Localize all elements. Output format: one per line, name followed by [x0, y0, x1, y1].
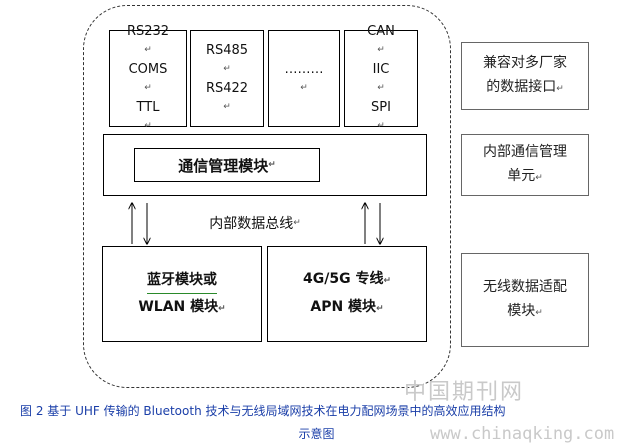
interface-label: ………: [284, 61, 324, 77]
interface-box-serial: RS232↵ COMS↵ TTL↵: [109, 24, 187, 131]
bt-line2: WLAN 模块: [138, 298, 219, 315]
comm-module-label: 通信管理模块: [178, 156, 269, 175]
watermark-site-name: 中国期刊网: [404, 380, 525, 405]
side-line: 内部通信管理: [483, 144, 567, 160]
interface-box-ellipsis: ………↵: [268, 30, 340, 127]
interface-label: TTL: [136, 99, 160, 115]
apn-module: 4G/5G 专线↵ APN 模块↵: [267, 246, 427, 342]
bus-label-text: 内部数据总线: [209, 216, 294, 232]
side-line: 兼容对多厂家: [483, 55, 567, 71]
interface-box-can: CAN↵ IIC↵ SPI↵: [344, 24, 418, 131]
interface-label: RS485: [205, 42, 249, 58]
system-outline: [83, 5, 451, 388]
interface-label: IIC: [372, 61, 390, 77]
interface-label: SPI: [371, 99, 391, 115]
interface-label: COMS: [128, 61, 168, 77]
apn-line2: APN 模块: [310, 299, 377, 315]
side-line: 的数据接口: [486, 79, 557, 95]
side-line: 无线数据适配: [483, 279, 567, 295]
interface-box-rs485: RS485↵ RS422↵: [190, 30, 264, 127]
comm-module-box: 通信管理模块↵: [134, 148, 320, 182]
bluetooth-wlan-module: 蓝牙模块或 WLAN 模块↵: [102, 246, 262, 342]
interface-label: CAN: [367, 23, 395, 39]
apn-line1: 4G/5G 专线: [303, 271, 384, 287]
side-line: 模块: [507, 303, 536, 319]
side-label-wireless: 无线数据适配 模块↵: [461, 253, 589, 347]
interface-label: RS422: [205, 80, 249, 96]
side-label-interfaces: 兼容对多厂家 的数据接口↵: [461, 42, 589, 110]
bus-label: 内部数据总线↵: [180, 212, 330, 234]
interface-label: RS232: [126, 23, 170, 39]
watermark-url: www.chinaqking.com: [430, 424, 615, 444]
bt-line1: 蓝牙模块或: [147, 267, 217, 294]
side-line: 单元: [507, 168, 536, 184]
side-label-comm: 内部通信管理 单元↵: [461, 134, 589, 196]
figure-caption-line2: 示意图: [298, 426, 335, 441]
figure-caption: 图 2 基于 UHF 传输的 Bluetooth 技术与无线局域网技术在电力配网…: [20, 404, 506, 418]
